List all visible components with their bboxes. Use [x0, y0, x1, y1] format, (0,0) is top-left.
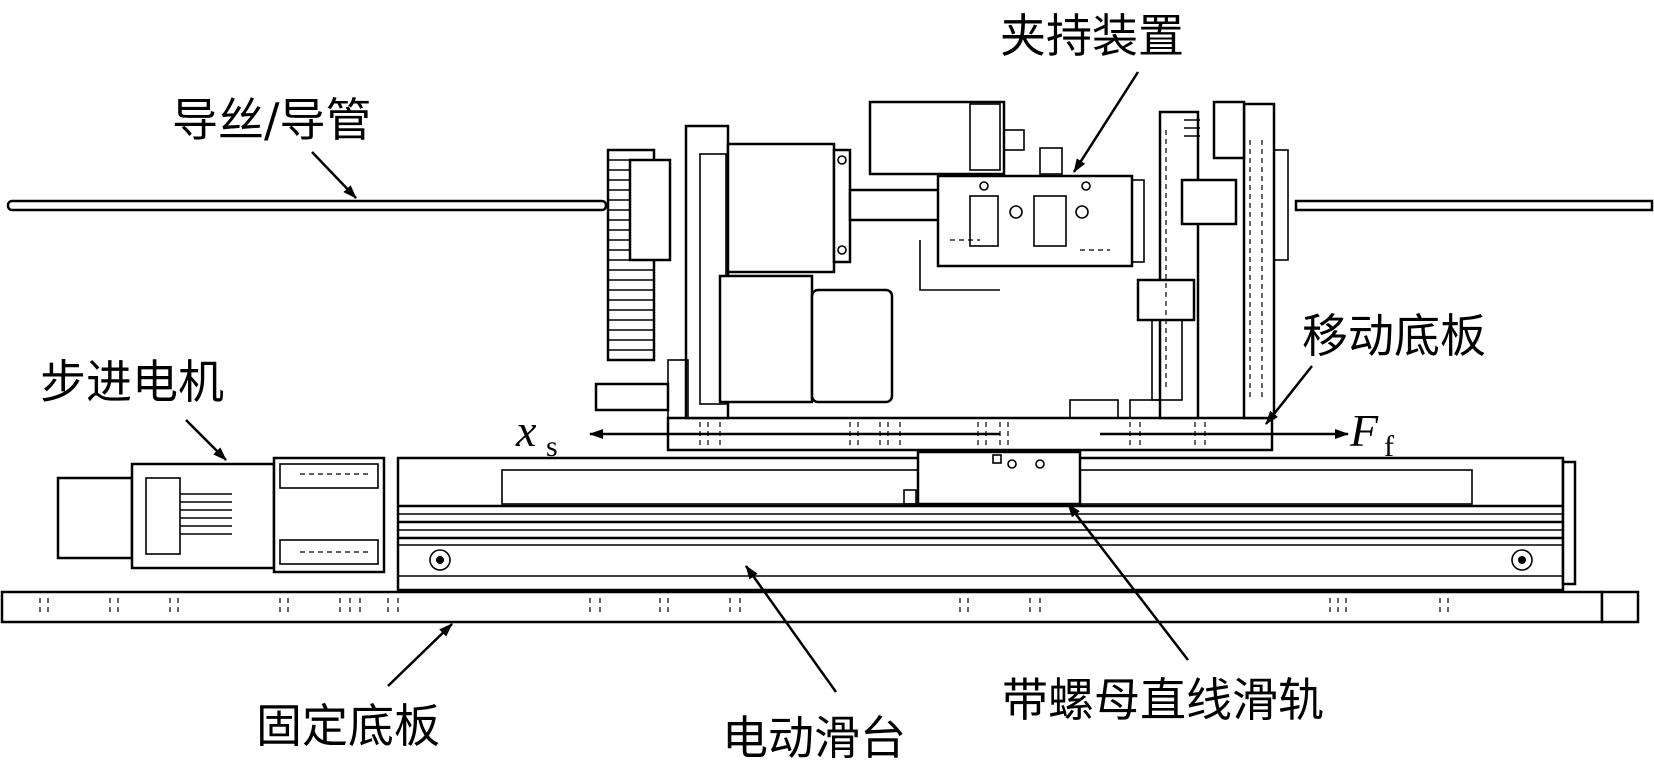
symbol-displacement-main: x	[515, 405, 537, 456]
symbol-displacement-sub: s	[546, 430, 558, 463]
stepper-motor	[56, 456, 386, 574]
label-guidewire-catheter: 导丝/导管	[172, 93, 372, 147]
guidewire	[6, 199, 1654, 212]
right-frame	[1136, 100, 1289, 420]
label-electric-slide: 电动滑台	[722, 711, 906, 765]
rail-nut-carriage	[903, 450, 1082, 506]
label-clamping-device: 夹持装置	[1000, 9, 1184, 63]
symbol-friction-sub: f	[1384, 430, 1394, 463]
label-stepper-motor: 步进电机	[40, 355, 224, 409]
label-moving-base-plate: 移动底板	[1302, 309, 1486, 363]
fixed-base-plate	[0, 590, 1640, 624]
gear-drive-assembly	[594, 124, 942, 420]
symbol-friction-main: F	[1349, 405, 1379, 456]
label-fixed-base-plate: 固定底板	[256, 699, 440, 753]
label-linear-rail-with-nut: 带螺母直线滑轨	[1002, 673, 1324, 727]
clamping-device-assembly	[868, 100, 1145, 291]
leader-lines	[185, 71, 1313, 693]
